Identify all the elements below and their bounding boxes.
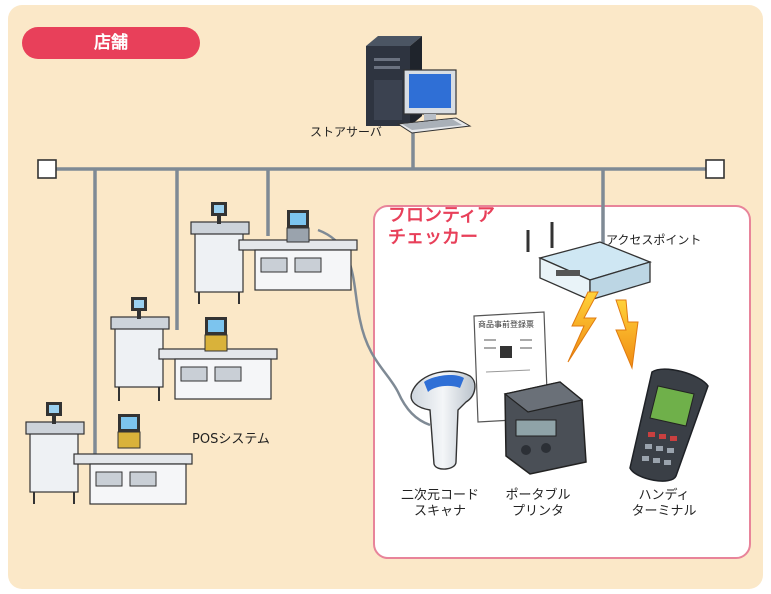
printer-label-line1: ポータブル bbox=[505, 488, 571, 503]
access-point-label: アクセスポイント bbox=[606, 233, 702, 247]
handy-terminal-icon bbox=[629, 368, 709, 482]
pos-terminal-1 bbox=[190, 202, 358, 304]
store-tag: 店舗 bbox=[22, 27, 200, 59]
wireless-signal-bolt-right bbox=[615, 299, 639, 370]
pos-terminal-3 bbox=[25, 402, 193, 505]
terminal-label-line2: ターミナル bbox=[631, 504, 697, 520]
printer-label-line2: プリンタ bbox=[511, 504, 564, 520]
store-server-icon bbox=[366, 36, 472, 134]
network-terminator-left bbox=[37, 159, 57, 179]
scanner-label-line1: 二次元コード bbox=[400, 488, 479, 503]
network-lines bbox=[48, 130, 713, 465]
network-terminator-right bbox=[705, 159, 725, 179]
portable-printer-icon bbox=[503, 381, 587, 475]
frontier-title-line2: チェッカー bbox=[388, 227, 478, 248]
wireless-signal-bolt-left bbox=[567, 291, 599, 363]
pos-terminal-2 bbox=[110, 297, 278, 401]
terminal-label-line1: ハンディ bbox=[638, 488, 690, 503]
frontier-title-line1: フロンティア bbox=[388, 205, 495, 226]
scanner-label-line2: スキャナ bbox=[413, 504, 466, 520]
frontier-checker-title: フロンティア チェッカー bbox=[388, 205, 495, 249]
scanner-label: 二次元コード スキャナ bbox=[392, 488, 488, 521]
store-server-label: ストアサーバ bbox=[310, 125, 382, 139]
receipt-title: 商品事前登録票 bbox=[478, 320, 534, 329]
terminal-label: ハンディ ターミナル bbox=[624, 488, 704, 521]
barcode-scanner-icon bbox=[410, 370, 476, 470]
printer-label: ポータブル プリンタ bbox=[498, 488, 578, 521]
pos-system-label: POSシステム bbox=[192, 432, 270, 447]
